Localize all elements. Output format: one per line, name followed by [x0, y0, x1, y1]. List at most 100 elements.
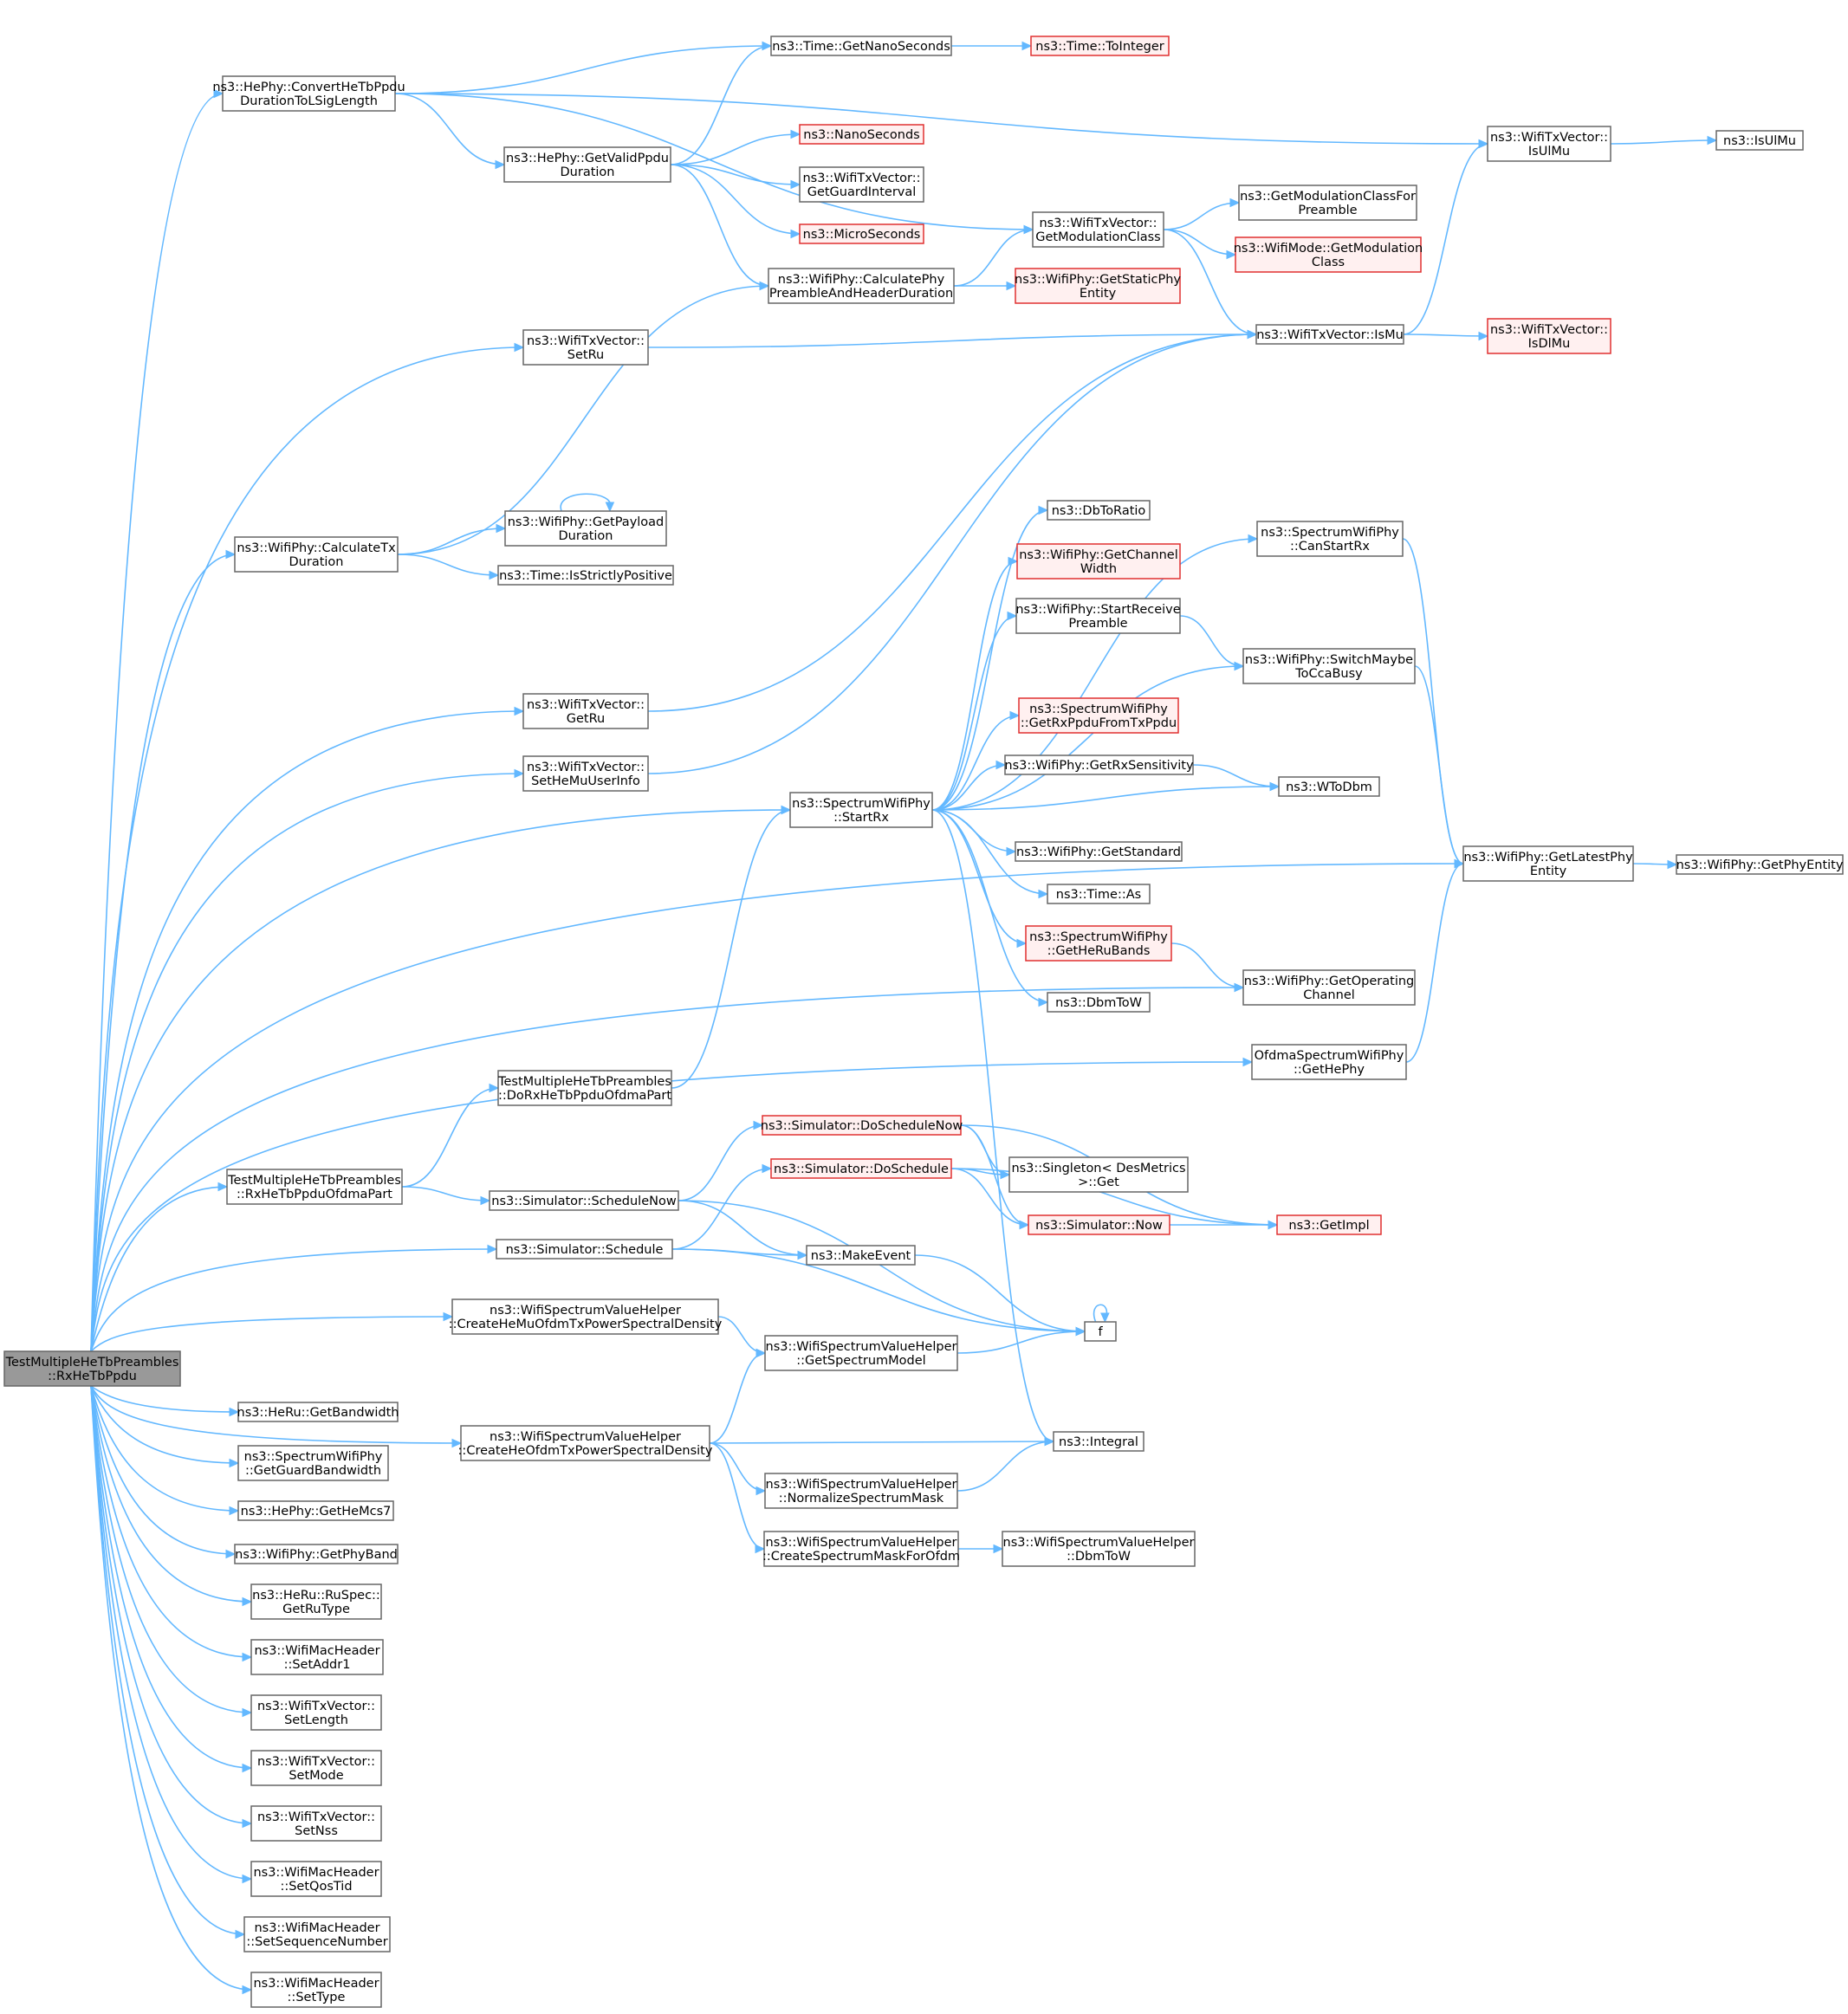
call-edge: [90, 346, 524, 1352]
node-box: [770, 1158, 952, 1179]
function-node-micro[interactable]: ns3::MicroSeconds: [799, 223, 924, 244]
node-label: ns3::GetModulationClassFor: [1240, 190, 1416, 204]
function-node-specmodel[interactable]: ns3::WifiSpectrumValueHelper::GetSpectru…: [764, 1335, 958, 1371]
call-edge: [397, 554, 499, 576]
function-node-singleton[interactable]: ns3::Singleton< DesMetrics >::Get: [1008, 1156, 1189, 1193]
node-label: ns3::HePhy::GetHeMcs7: [241, 1505, 392, 1519]
function-node-rxsens[interactable]: ns3::WifiPhy::GetRxSensitivity: [1004, 754, 1194, 775]
function-node-herubw[interactable]: ns3::HeRu::GetBandwidth: [237, 1402, 399, 1422]
function-node-hemcs7[interactable]: ns3::HePhy::GetHeMcs7: [237, 1500, 394, 1521]
node-box: [237, 1500, 394, 1521]
function-node-strictpos[interactable]: ns3::Time::IsStrictlyPositive: [497, 565, 674, 586]
call-edge: [1403, 143, 1488, 335]
function-node-dbmtow[interactable]: ns3::DbmToW: [1047, 992, 1151, 1013]
function-node-toint[interactable]: ns3::Time::ToInteger: [1030, 36, 1170, 56]
call-edge: [670, 133, 801, 165]
function-node-getnano[interactable]: ns3::Time::GetNanoSeconds: [770, 36, 952, 56]
call-edge: [90, 1385, 252, 1769]
function-node-isdlmu[interactable]: ns3::WifiTxVector::IsDlMu: [1487, 318, 1611, 354]
node-label: ns3::WifiSpectrumValueHelper: [766, 1340, 957, 1354]
function-node-hepsd[interactable]: ns3::WifiSpectrumValueHelper::CreateHeOf…: [458, 1425, 713, 1461]
function-node-ismu[interactable]: ns3::WifiTxVector::IsMu: [1255, 324, 1404, 345]
function-node-simnow[interactable]: ns3::Simulator::Now: [1028, 1214, 1170, 1235]
function-node-dosched[interactable]: ns3::Simulator::DoSchedule: [770, 1158, 952, 1179]
function-node-rxofdma[interactable]: TestMultipleHeTbPreambles::RxHeTbPpduOfd…: [226, 1169, 403, 1205]
function-node-wtodbm[interactable]: ns3::WToDbm: [1278, 776, 1380, 797]
function-node-isulmu-v[interactable]: ns3::WifiTxVector::IsUlMu: [1487, 126, 1611, 162]
call-edge: [560, 493, 612, 512]
call-edge: [956, 1331, 1086, 1354]
call-edge: [90, 1385, 239, 1413]
function-node-setqos[interactable]: ns3::WifiMacHeader::SetQosTid: [250, 1861, 382, 1897]
node-box: [1028, 1214, 1170, 1235]
node-box: [1047, 500, 1151, 521]
function-node-hemupsd[interactable]: ns3::WifiSpectrumValueHelper::CreateHeMu…: [449, 1298, 723, 1335]
function-node-phyentity[interactable]: ns3::WifiPhy::GetPhyEntity: [1676, 854, 1844, 875]
function-node-phyband[interactable]: ns3::WifiPhy::GetPhyBand: [234, 1544, 399, 1564]
function-node-startrx[interactable]: ns3::SpectrumWifiPhy::StartRx: [789, 792, 933, 828]
function-node-canstart[interactable]: ns3::SpectrumWifiPhy::CanStartRx: [1256, 521, 1404, 557]
function-node-modemod[interactable]: ns3::WifiMode::GetModulationClass: [1234, 236, 1423, 273]
function-node-getru[interactable]: ns3::WifiTxVector::GetRu: [522, 693, 649, 729]
function-node-integral[interactable]: ns3::Integral: [1053, 1431, 1144, 1452]
call-edge: [90, 1385, 245, 1935]
function-node-doschednow[interactable]: ns3::Simulator::DoScheduleNow: [761, 1115, 963, 1136]
function-node-dbtoratio[interactable]: ns3::DbToRatio: [1047, 500, 1151, 521]
function-node-setlength[interactable]: ns3::WifiTxVector::SetLength: [250, 1694, 382, 1731]
function-node-calcpre[interactable]: ns3::WifiPhy::CalculatePhyPreambleAndHea…: [768, 268, 955, 304]
function-node-timeas[interactable]: ns3::Time::As: [1047, 884, 1151, 904]
function-node-conv[interactable]: ns3::HePhy::ConvertHeTbPpduDurationToLSi…: [212, 75, 405, 112]
function-node-normmask[interactable]: ns3::WifiSpectrumValueHelper::NormalizeS…: [764, 1473, 958, 1509]
function-nodes: TestMultipleHeTbPreambles::RxHeTbPpduns3…: [3, 36, 1844, 2008]
function-node-guardint[interactable]: ns3::WifiTxVector::GetGuardInterval: [799, 166, 924, 203]
function-node-heruband[interactable]: ns3::SpectrumWifiPhy::GetHeRuBands: [1025, 925, 1172, 962]
function-node-f[interactable]: f: [1084, 1321, 1117, 1342]
function-node-setru[interactable]: ns3::WifiTxVector::SetRu: [522, 329, 649, 366]
node-box: [770, 36, 952, 56]
call-edge: [90, 809, 791, 1352]
function-node-getstd[interactable]: ns3::WifiPhy::GetStandard: [1015, 841, 1183, 862]
function-node-getimpl[interactable]: ns3::GetImpl: [1276, 1214, 1382, 1235]
node-label: ns3::WifiTxVector::: [802, 172, 920, 185]
function-node-settype[interactable]: ns3::WifiMacHeader::SetType: [250, 1972, 382, 2008]
function-node-setnss[interactable]: ns3::WifiTxVector::SetNss: [250, 1805, 382, 1842]
node-box: [1015, 268, 1181, 304]
function-node-guardbw[interactable]: ns3::SpectrumWifiPhy::GetGuardBandwidth: [237, 1445, 389, 1481]
function-node-sched[interactable]: ns3::Simulator::Schedule: [496, 1239, 673, 1260]
function-node-schednow[interactable]: ns3::Simulator::ScheduleNow: [489, 1190, 679, 1211]
node-label: ::SetSequenceNumber: [246, 1935, 387, 1949]
function-node-mask[interactable]: ns3::WifiSpectrumValueHelper::CreateSpec…: [762, 1531, 960, 1567]
function-node-ofdmahephy[interactable]: OfdmaSpectrumWifiPhy::GetHePhy: [1251, 1044, 1407, 1080]
function-node-dbmtow2[interactable]: ns3::WifiSpectrumValueHelper::DbmToW: [1002, 1531, 1196, 1567]
function-node-setmode[interactable]: ns3::WifiTxVector::SetMode: [250, 1750, 382, 1786]
function-node-getrxppdu[interactable]: ns3::SpectrumWifiPhy::GetRxPpduFromTxPpd…: [1018, 697, 1179, 734]
edge-arrowhead: [1234, 982, 1245, 993]
function-node-root[interactable]: TestMultipleHeTbPreambles::RxHeTbPpdu: [3, 1350, 181, 1387]
node-box: [1238, 185, 1417, 221]
node-label: Duration: [559, 529, 613, 543]
function-node-sethemu[interactable]: ns3::WifiTxVector::SetHeMuUserInfo: [522, 755, 649, 792]
function-node-getmodclass[interactable]: ns3::WifiTxVector::GetModulationClass: [1032, 211, 1164, 248]
function-node-setseq[interactable]: ns3::WifiMacHeader::SetSequenceNumber: [243, 1916, 391, 1952]
function-node-setaddr1[interactable]: ns3::WifiMacHeader::SetAddr1: [250, 1639, 384, 1675]
function-node-rutype[interactable]: ns3::HeRu::RuSpec::GetRuType: [250, 1583, 382, 1620]
function-node-makeevent[interactable]: ns3::MakeEvent: [806, 1245, 916, 1266]
function-node-dorxofdma[interactable]: TestMultipleHeTbPreambles::DoRxHeTbPpduO…: [497, 1070, 672, 1106]
edge-arrowhead: [242, 1596, 253, 1607]
node-box: [799, 124, 924, 145]
function-node-isulmu[interactable]: ns3::IsUlMu: [1715, 130, 1804, 151]
node-label: ::GetRxPpduFromTxPpdu: [1021, 716, 1177, 730]
function-node-nanoseconds[interactable]: ns3::NanoSeconds: [799, 124, 924, 145]
edge-arrowhead: [495, 159, 506, 170]
edge-arrowhead: [1006, 281, 1017, 291]
